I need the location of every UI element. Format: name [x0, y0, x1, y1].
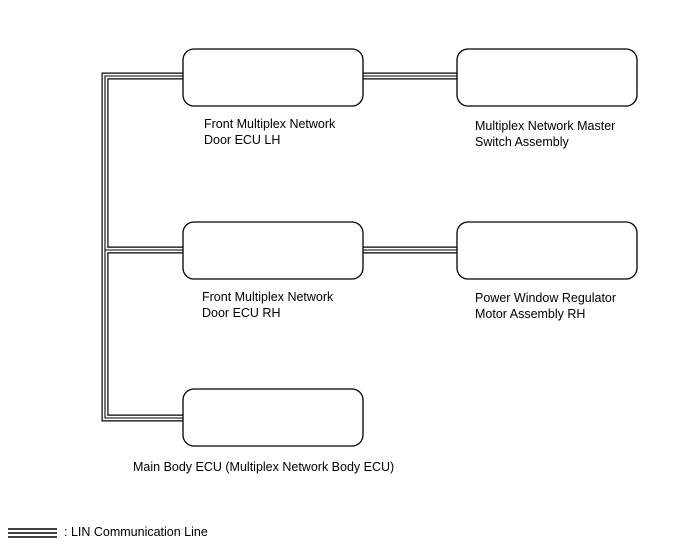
window-regulator-rh-label-line1: Power Window Regulator [475, 291, 616, 305]
master-switch-label-line2: Switch Assembly [475, 135, 570, 149]
door-ecu-lh-label-line2: Door ECU LH [204, 133, 280, 147]
door-ecu-rh-box [182, 221, 364, 280]
lin-lines [101, 72, 458, 422]
door-ecu-lh-label: Front Multiplex Network Door ECU LH [204, 117, 339, 147]
window-regulator-rh-label-line2: Motor Assembly RH [475, 307, 585, 321]
door-ecu-lh-box [182, 48, 364, 107]
window-regulator-rh-box [456, 221, 638, 280]
door-ecu-lh-label-line1: Front Multiplex Network [204, 117, 336, 131]
window-regulator-rh-label: Power Window Regulator Motor Assembly RH [475, 291, 620, 321]
door-ecu-rh-label-line2: Door ECU RH [202, 306, 281, 320]
legend-label: : LIN Communication Line [64, 525, 208, 539]
master-switch-label-line1: Multiplex Network Master [475, 119, 615, 133]
door-ecu-rh-label: Front Multiplex Network Door ECU RH [202, 290, 337, 320]
master-switch-box [456, 48, 638, 107]
lin-line-legend-symbol [8, 528, 57, 538]
main-body-ecu-label: Main Body ECU (Multiplex Network Body EC… [133, 460, 394, 474]
door-ecu-rh-label-line1: Front Multiplex Network [202, 290, 334, 304]
main-body-ecu-box [182, 388, 364, 447]
master-switch-label: Multiplex Network Master Switch Assembly [475, 119, 619, 149]
legend: : LIN Communication Line [8, 525, 208, 539]
